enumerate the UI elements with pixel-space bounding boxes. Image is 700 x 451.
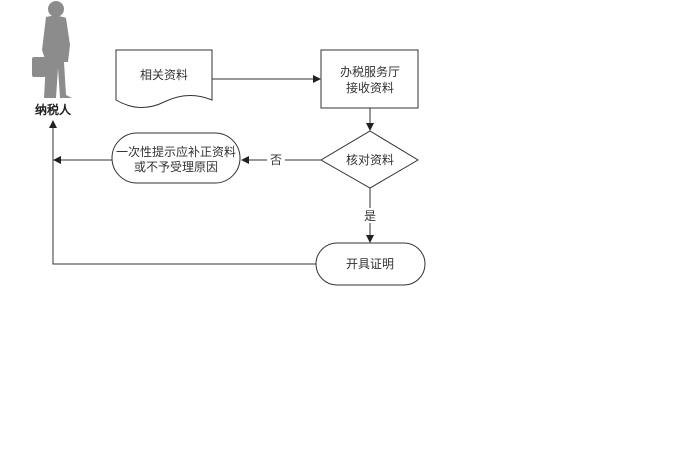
documents-node xyxy=(115,49,213,108)
reject-label-2: 或不予受理原因 xyxy=(134,160,218,174)
certify-label: 开具证明 xyxy=(346,257,394,271)
taxpayer-silhouette-icon xyxy=(32,1,72,98)
yes-label: 是 xyxy=(364,209,376,223)
reject-node xyxy=(111,132,241,184)
taxpayer-label: 纳税人 xyxy=(35,102,72,117)
documents-label: 相关资料 xyxy=(140,68,188,82)
arrow-certify-to-taxpayer xyxy=(49,120,316,265)
receive-label-1: 办税服务厅 xyxy=(340,64,400,79)
receive-label-2: 接收资料 xyxy=(346,80,394,95)
reject-label-1: 一次性提示应补正资料 xyxy=(116,144,236,159)
receive-node xyxy=(320,49,419,109)
check-label: 核对资料 xyxy=(346,153,394,167)
no-label: 否 xyxy=(270,153,282,167)
